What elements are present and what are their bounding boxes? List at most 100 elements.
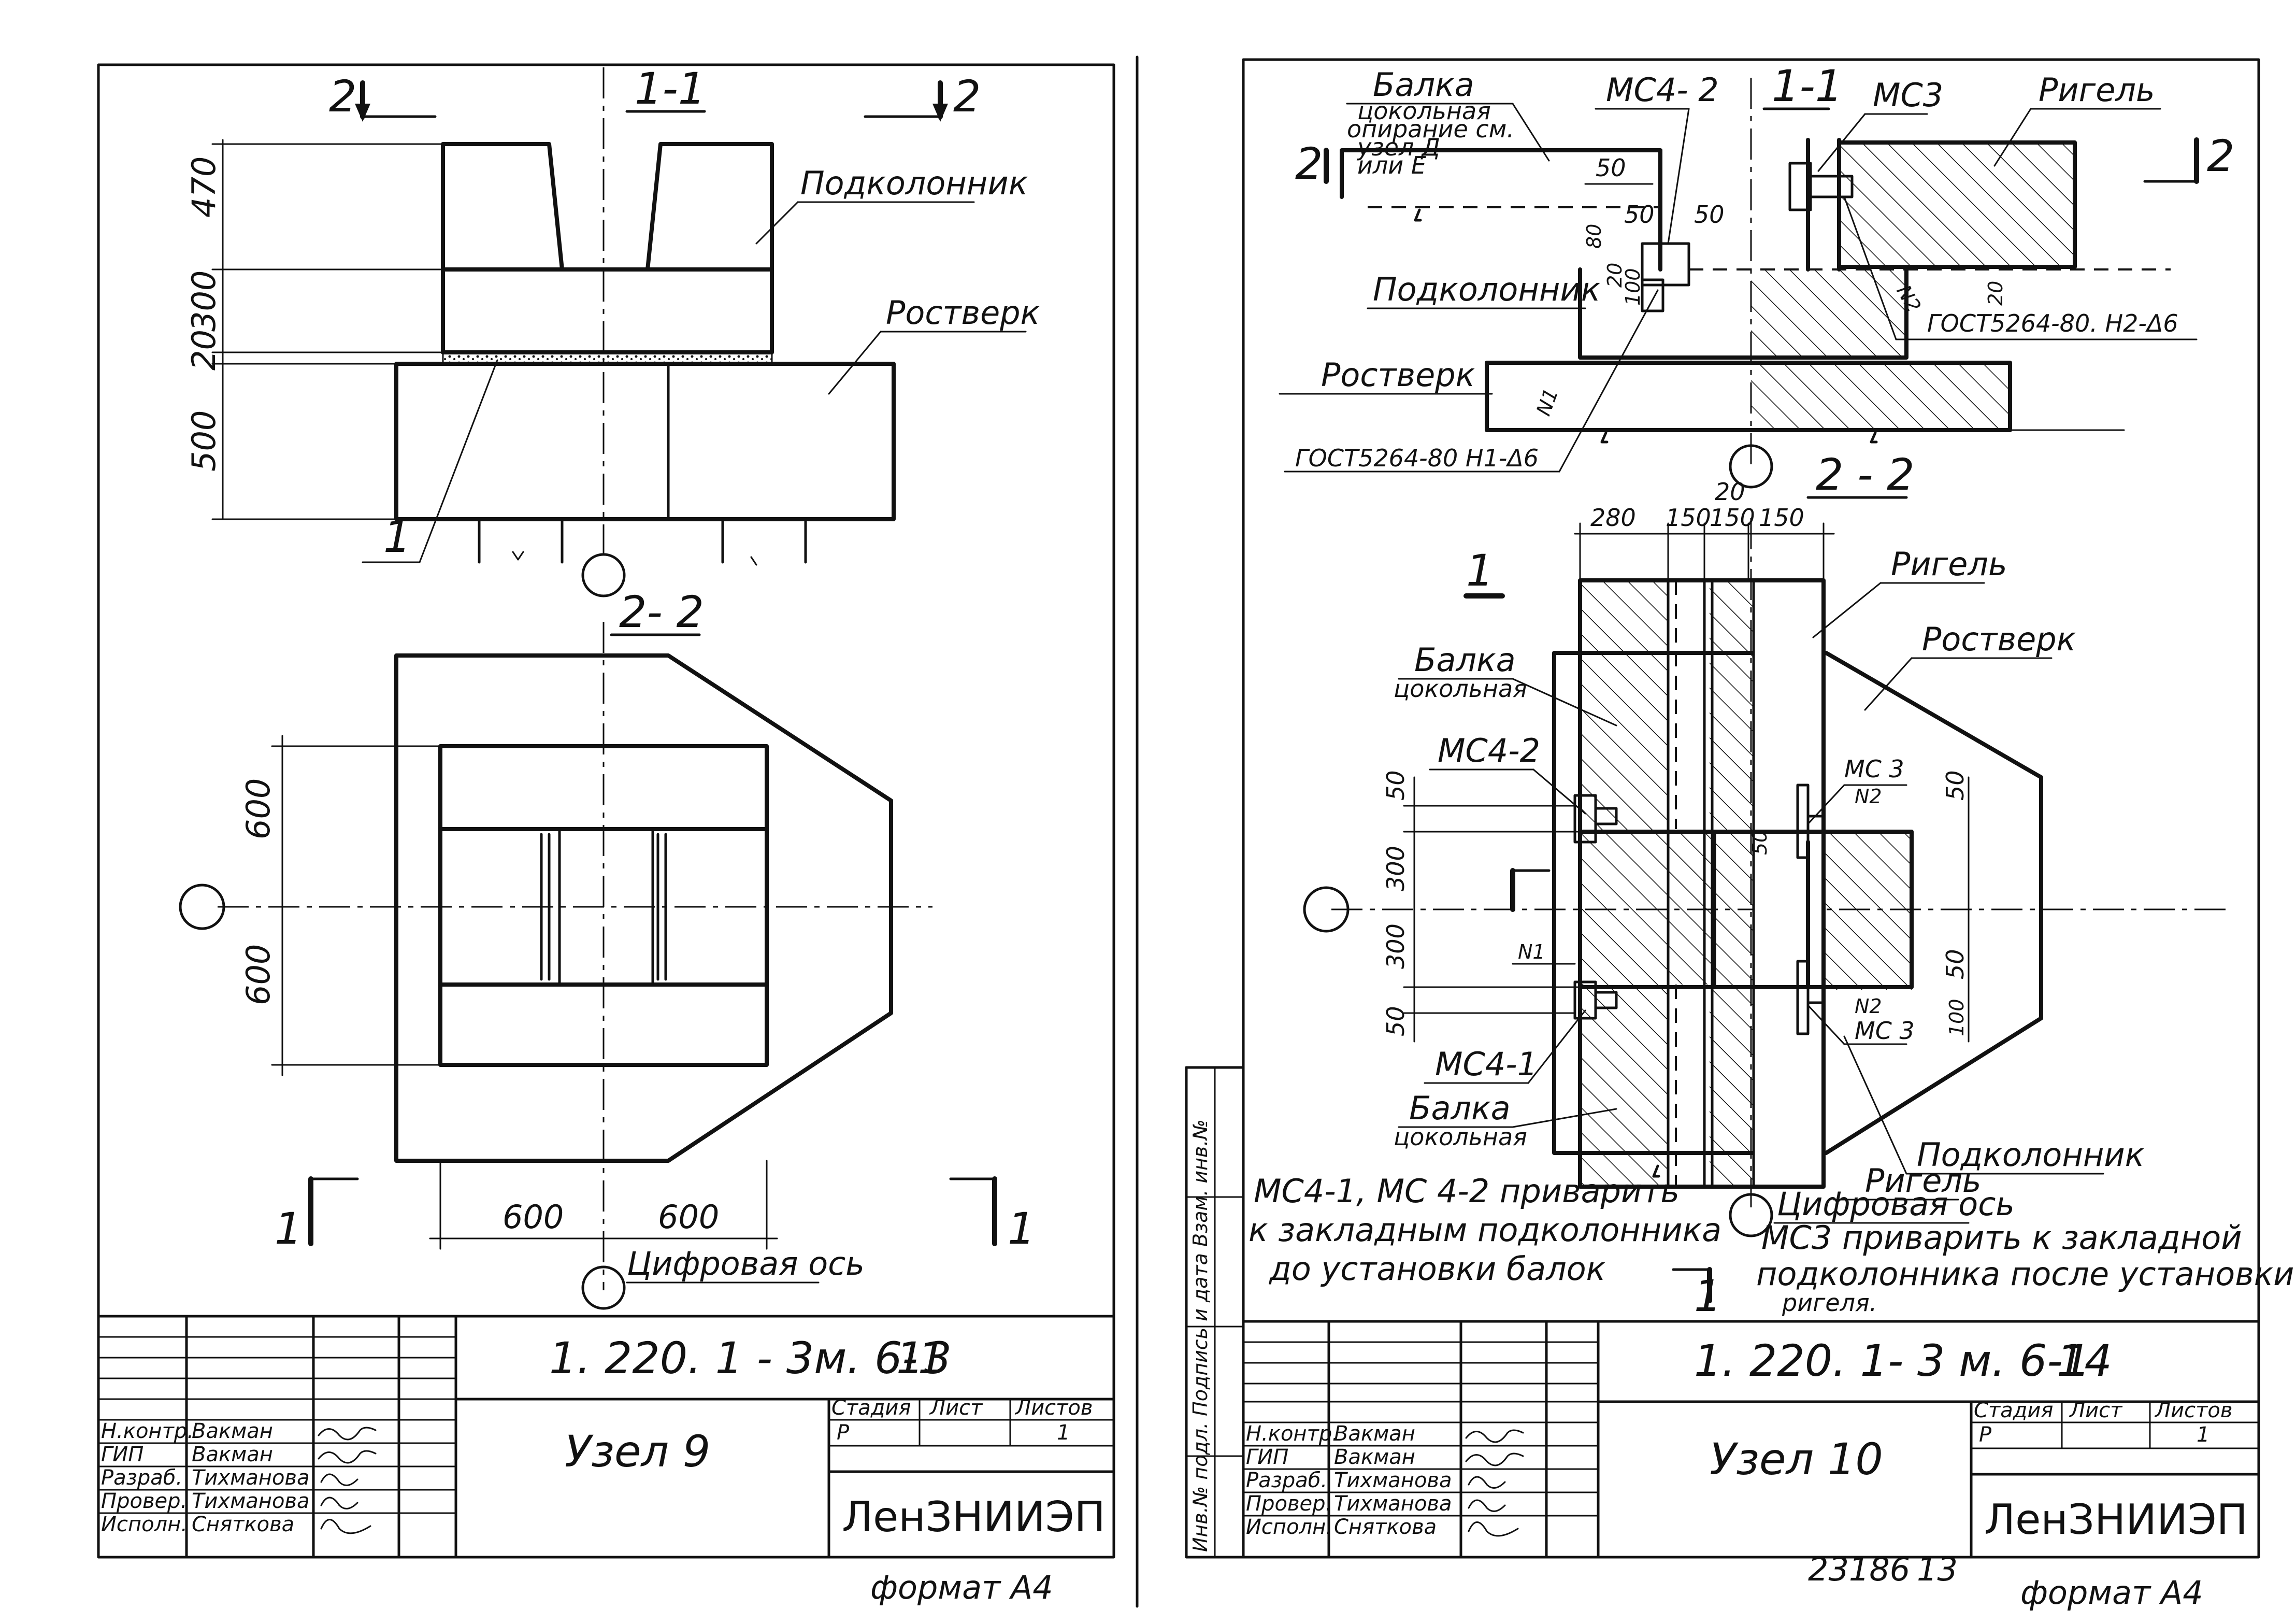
left-frame (97, 63, 1115, 1559)
right-list-header: Лист (2069, 1399, 2123, 1422)
right-cut-1-b: 1 (1694, 1271, 1721, 1321)
right-mark-n1-a: N1 (1532, 386, 1562, 419)
left-name-3: Тихманова (192, 1489, 310, 1513)
right-lists: 1 (2197, 1423, 2209, 1447)
left-axis-bubble-side (179, 884, 225, 930)
right-label-axis: Цифровая ось (1777, 1185, 2015, 1223)
left-cut-1-b: 1 (1008, 1203, 1035, 1254)
right-label-mc42-2: МС4-2 (1438, 732, 1540, 770)
right-label-mc3: МС3 (1873, 76, 1943, 114)
right-stage-header: Стадия (1974, 1399, 2053, 1422)
right-label-mc42: МС4- 2 (1606, 71, 1719, 109)
right-note-left-0: МС4-1, МС 4-2 приварить (1254, 1172, 1680, 1210)
right-dim-left-300-b: 300 (1382, 923, 1410, 969)
right-dim-right-100: 100 (1945, 999, 1968, 1036)
right-section-2-2-title: 2 - 2 (1816, 449, 1915, 500)
right-label-mc41: МС4-1 (1435, 1045, 1538, 1083)
left-role-1: ГИП (101, 1443, 144, 1466)
right-dim-50-b: 50 (1624, 201, 1655, 229)
right-label-podkolonnik: Подколонник (1373, 270, 1601, 308)
left-label-1: 1 (383, 511, 411, 562)
right-axis-bubble-top (1729, 444, 1773, 489)
right-dim-50-c: 50 (1694, 201, 1725, 229)
left-lists: 1 (1057, 1421, 1070, 1445)
right-section-1-1-title: 1-1 (1772, 61, 1843, 111)
left-cut-2-a: 2 (329, 71, 356, 122)
right-label-rigel: Ригель (2039, 71, 2155, 109)
right-note-left-2: до установки балок (1269, 1250, 1606, 1288)
right-role-3: Провер. (1246, 1492, 1332, 1516)
right-label-balka: Балка (1373, 66, 1474, 104)
right-role-0: Н.контр. (1246, 1422, 1339, 1446)
right-mark-n1-b: N1 (1518, 941, 1545, 963)
right-sheet: Инв.№ подл. Подпись и дата Взам. инв.№ 1… (1185, 58, 2294, 1612)
left-dim-500: 500 (185, 410, 223, 472)
right-gost-2: ГОСТ5264-80 Н1-Δ6 (1295, 444, 1539, 472)
right-label-rigel-3: Ригель (1865, 1162, 1982, 1200)
right-signatures (1465, 1429, 1524, 1537)
left-role-3: Провер. (101, 1489, 187, 1513)
left-stage: Р (837, 1421, 850, 1445)
right-drawing-code: 1. 220. 1- 3 м. 6-1 (1694, 1335, 2090, 1386)
right-role-2: Разраб. (1246, 1469, 1327, 1492)
left-section-1-1-title: 1-1 (635, 63, 706, 114)
right-stage: Р (1979, 1423, 1992, 1447)
right-dim-50-a: 50 (1596, 154, 1626, 182)
right-gost-1: ГОСТ5264-80. Н2-Δ6 (1927, 309, 2178, 337)
right-section-1-1: 1-1 (1279, 61, 2234, 489)
left-name-4: Сняткова (192, 1513, 294, 1536)
right-title: Узел 10 (1710, 1434, 1883, 1485)
right-axis-bubble-bottom (1729, 1193, 1773, 1237)
right-cut-2-b: 2 (2207, 131, 2234, 181)
right-name-1: Вакман (1334, 1445, 1415, 1469)
left-axis-bubble-bottom (581, 1265, 626, 1310)
right-org: ЛенЗНИИЭП (1984, 1495, 2248, 1544)
right-label-mc3-b: МС 3 (1855, 1017, 1915, 1045)
right-label-rostverk-2: Ростверк (1922, 620, 2076, 658)
left-plan-dim-600-left: 600 (503, 1198, 564, 1236)
left-lists-header: Листов (1014, 1396, 1093, 1420)
right-label-rigel-2: Ригель (1891, 545, 2007, 583)
left-list-header: Лист (929, 1396, 983, 1420)
left-role-2: Разраб. (101, 1466, 182, 1490)
right-role-4: Исполн. (1246, 1515, 1332, 1539)
right-dim-150-c: 150 (1759, 504, 1804, 532)
right-name-2: Тихманова (1334, 1469, 1452, 1492)
right-note-right-0: МС3 приварить к закладной (1761, 1219, 2242, 1257)
left-format: формат А4 (870, 1569, 1053, 1606)
left-title-block: 1. 220. 1 - 3м. 6-1 13 Узел 9 Стадия Лис… (97, 1315, 1115, 1606)
right-lists-header: Листов (2154, 1399, 2232, 1422)
left-name-2: Тихманова (192, 1466, 310, 1490)
left-label-rostverk: Ростверк (886, 294, 1040, 332)
right-balka-note-1: опирание см. (1347, 115, 1514, 143)
right-note-left-1: к закладным подколонника (1249, 1211, 1721, 1249)
left-cut-1-a: 1 (275, 1203, 302, 1254)
right-note-right-2: ригеля. (1782, 1289, 1877, 1317)
right-mark-n2-b: N2 (1855, 785, 1882, 808)
right-dim-280: 280 (1590, 504, 1636, 532)
left-label-axis: Цифровая ось (627, 1245, 865, 1283)
left-drawing-code: 1. 220. 1 - 3м. 6-1 (549, 1333, 945, 1384)
right-note-right-1: подколонника после установки (1756, 1255, 2294, 1293)
right-label-balka-3: Балка (1409, 1089, 1511, 1127)
right-mark-n2-c: N2 (1855, 995, 1882, 1018)
right-frame (1242, 58, 2260, 1559)
right-name-0: Вакман (1334, 1422, 1415, 1446)
left-org: ЛенЗНИИЭП (842, 1493, 1106, 1541)
left-label-podkolonnik: Подколонник (800, 164, 1028, 202)
left-dim-300: 300 (185, 270, 223, 332)
left-name-1: Вакман (192, 1443, 273, 1466)
right-dim-20-top: 20 (1715, 478, 1745, 506)
right-role-1: ГИП (1246, 1445, 1288, 1469)
right-label-rostverk: Ростверк (1321, 356, 1475, 394)
left-dim-470: 470 (185, 156, 223, 218)
left-plan-dim-600-right: 600 (658, 1198, 719, 1236)
right-sheet-number: 14 (2057, 1335, 2112, 1386)
right-name-4: Сняткова (1334, 1515, 1437, 1539)
right-balka-note-2: узел Д (1356, 133, 1440, 161)
right-dim-100: 100 (1621, 268, 1644, 306)
right-dim-left-50-a: 50 (1382, 770, 1410, 801)
right-dim-right-50-b: 50 (1748, 830, 1771, 855)
right-name-3: Тихманова (1334, 1492, 1452, 1516)
